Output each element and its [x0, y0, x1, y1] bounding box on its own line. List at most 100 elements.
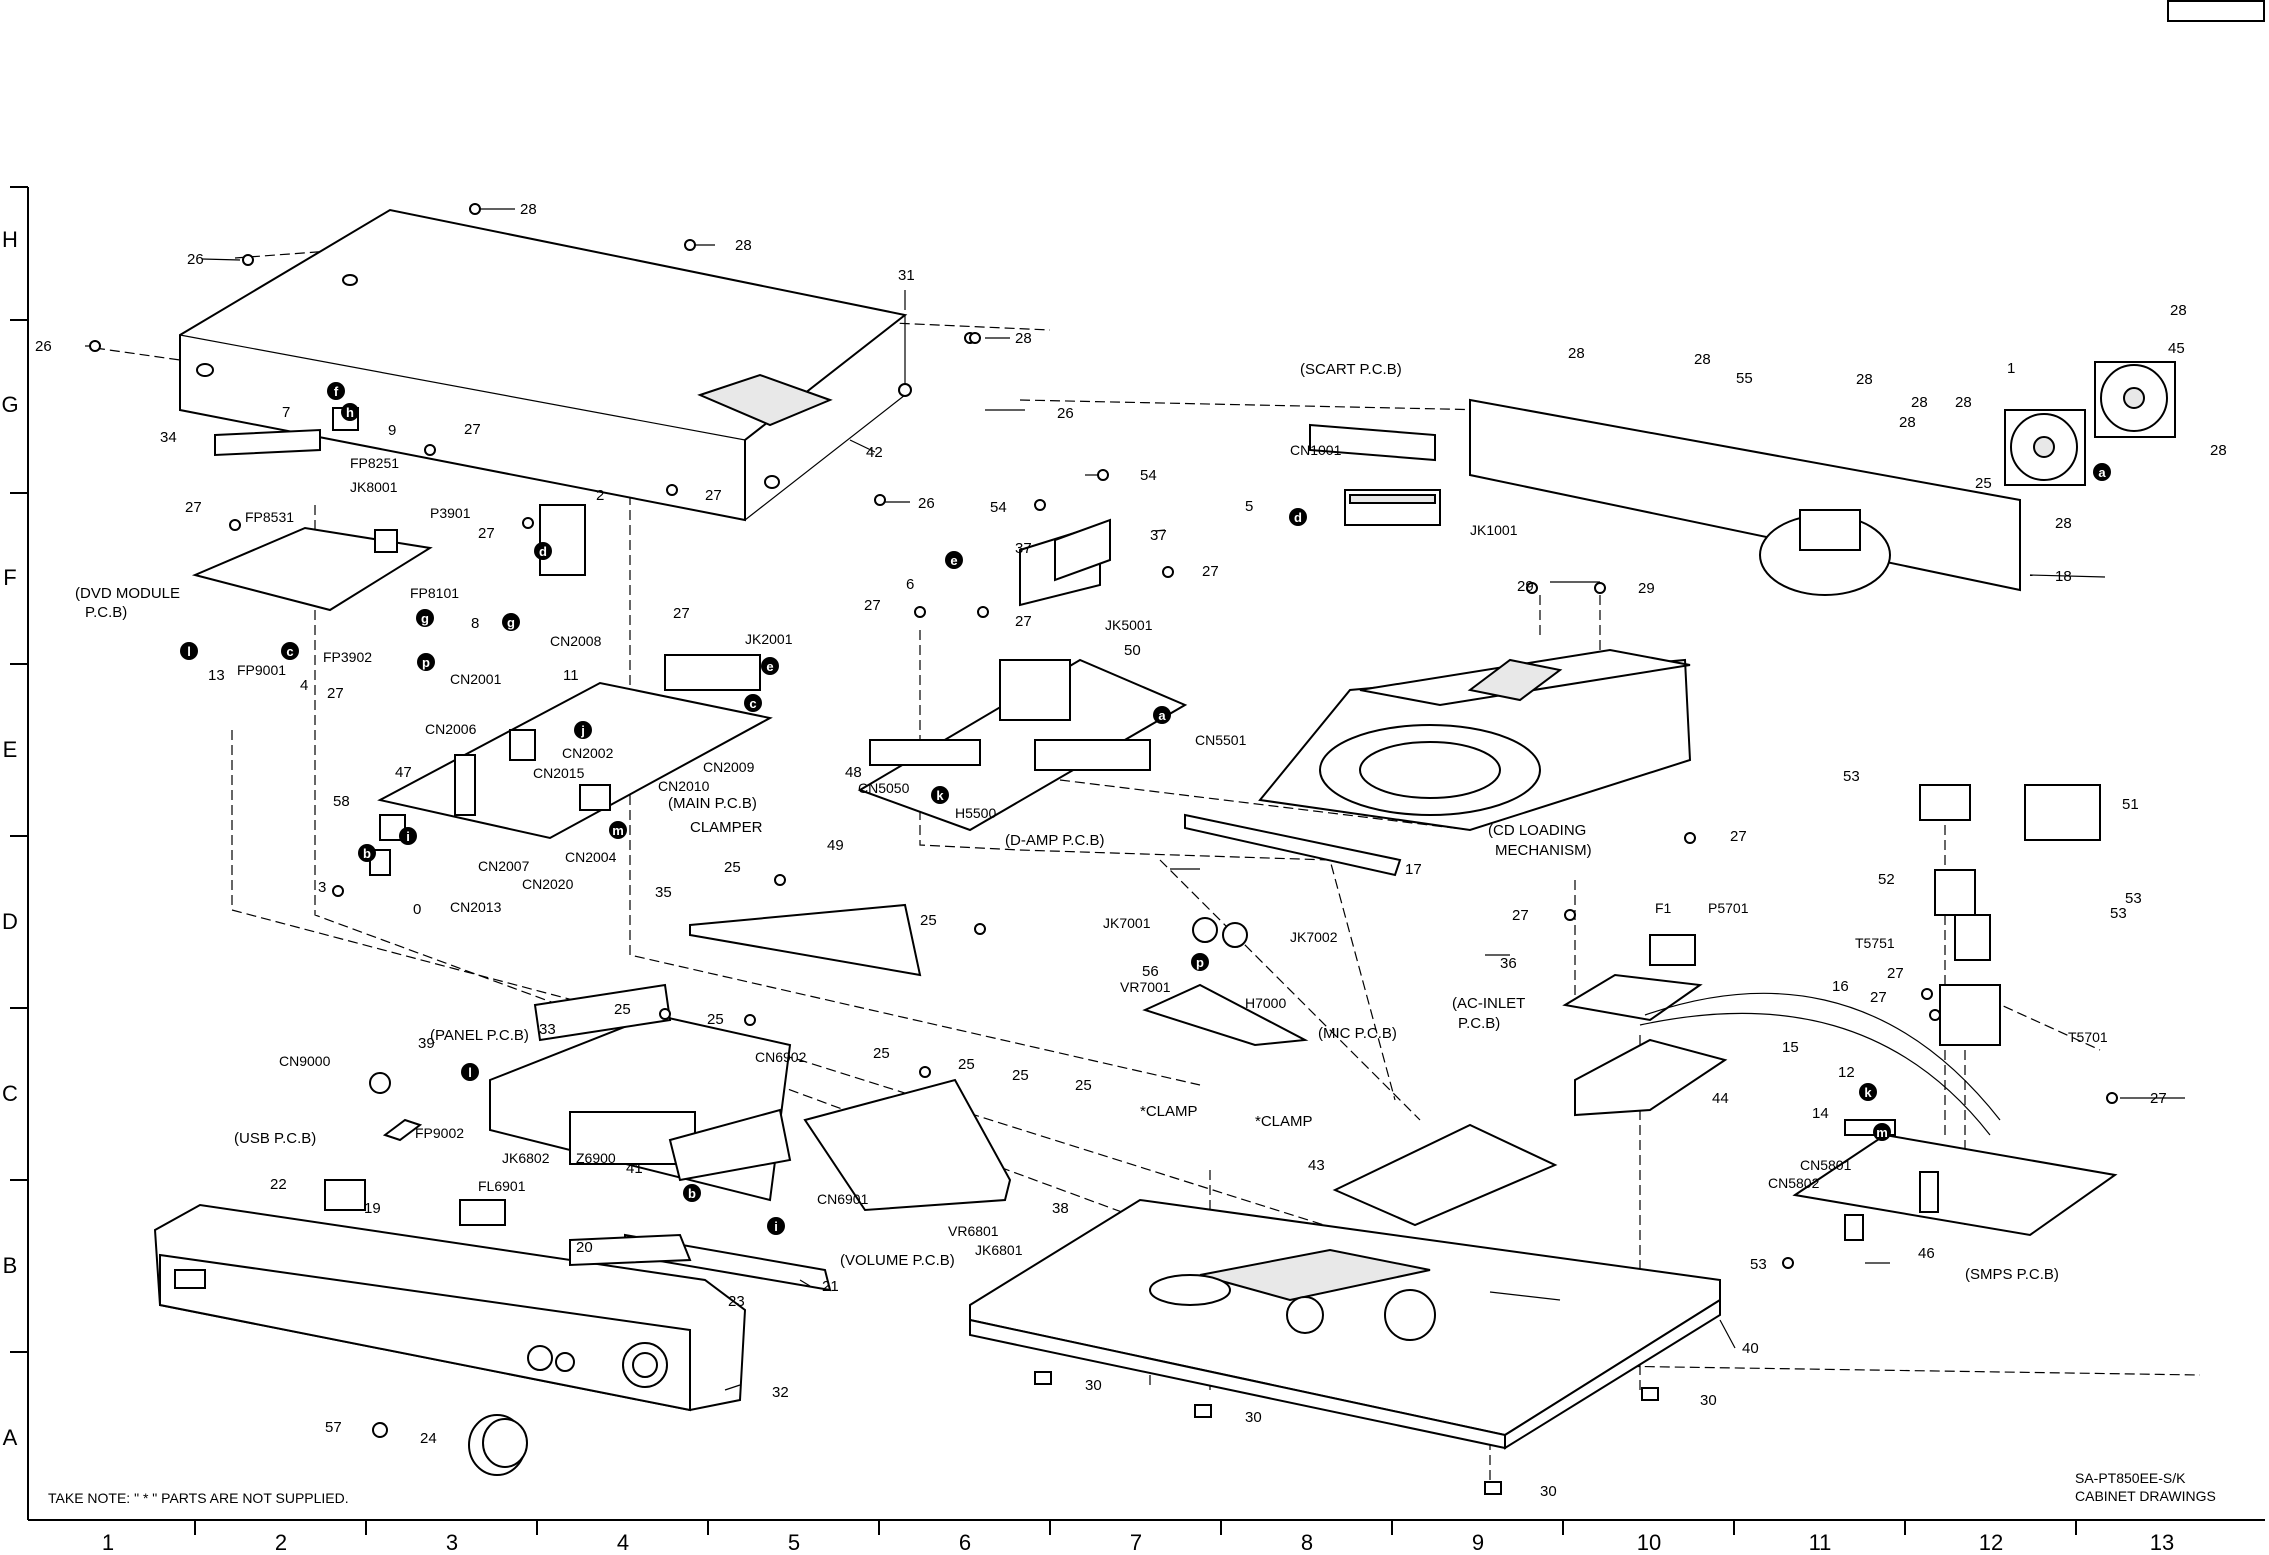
label-fp9001: FP9001 — [237, 662, 286, 678]
label-cn2002: CN2002 — [562, 745, 614, 761]
label-cn2015: CN2015 — [533, 765, 585, 781]
part-53-a: 53 — [1843, 768, 1860, 785]
label-dvd-module-2: P.C.B) — [85, 604, 127, 621]
part-28-e: 28 — [1694, 351, 1711, 368]
part-4: 4 — [300, 677, 308, 694]
badge-e-damp: e — [950, 553, 957, 568]
label-smps-pcb: (SMPS P.C.B) — [1965, 1266, 2059, 1283]
button-57 — [372, 1422, 388, 1438]
shield-plates — [1332, 1038, 1728, 1227]
volume-knob — [468, 1414, 528, 1476]
part-25-i: 25 — [1075, 1077, 1092, 1094]
label-cn9000: CN9000 — [279, 1053, 331, 1069]
label-fp8251: FP8251 — [350, 455, 399, 471]
label-panel-pcb: (PANEL P.C.B) — [430, 1027, 529, 1044]
row-label-d: D — [2, 909, 18, 934]
badge-a-fan: a — [2098, 465, 2106, 480]
label-cd-loading-2: MECHANISM) — [1495, 842, 1592, 859]
part-28-b: 28 — [735, 237, 752, 254]
part-25-f: 25 — [873, 1045, 890, 1062]
footer-note: TAKE NOTE: " * " PARTS ARE NOT SUPPLIED. — [48, 1490, 349, 1506]
part-28-j: 28 — [2170, 302, 2187, 319]
label-cn5050: CN5050 — [858, 780, 910, 796]
part-27-j: 27 — [1730, 828, 1747, 845]
volume-pcb — [803, 1078, 1012, 1212]
rear-panel — [1309, 398, 2021, 596]
badge-d-main: d — [539, 544, 547, 559]
part-28-c: 28 — [1015, 330, 1032, 347]
badge-i-main: i — [406, 829, 410, 844]
part-47: 47 — [395, 764, 412, 781]
smps-pcb — [1792, 784, 2118, 1241]
part-26-d: 26 — [918, 495, 935, 512]
badge-m-main: m — [612, 823, 624, 838]
bottom-chassis — [969, 1198, 1721, 1450]
col-label-10: 10 — [1637, 1530, 1661, 1555]
part-26-b: 26 — [35, 338, 52, 355]
part-53-c: 53 — [2110, 905, 2127, 922]
label-fp9002: FP9002 — [415, 1125, 464, 1141]
label-jk2001: JK2001 — [745, 631, 793, 647]
title-box — [2167, 0, 2265, 22]
part-55: 55 — [1736, 370, 1753, 387]
part-28-f: 28 — [1856, 371, 1873, 388]
part-34: 34 — [160, 429, 177, 446]
part-46: 46 — [1918, 1245, 1935, 1262]
label-jk6801: JK6801 — [975, 1242, 1023, 1258]
part-31: 31 — [898, 267, 915, 284]
label-p5701: P5701 — [1708, 900, 1749, 916]
part-30-d: 30 — [1540, 1483, 1557, 1500]
part-28-h: 28 — [1955, 394, 1972, 411]
panel-pcb — [489, 983, 792, 1202]
badge-m-smps: m — [1876, 1125, 1888, 1140]
col-label-7: 7 — [1130, 1530, 1142, 1555]
part-27-m: 27 — [1870, 989, 1887, 1006]
part-26-a: 26 — [187, 251, 204, 268]
label-cn2001: CN2001 — [450, 671, 502, 687]
part-16: 16 — [1832, 978, 1849, 995]
part-28-a: 28 — [520, 201, 537, 218]
part-54-b: 54 — [990, 499, 1007, 516]
label-clamper: CLAMPER — [690, 819, 763, 836]
part-36: 36 — [1500, 955, 1517, 972]
label-cn2008: CN2008 — [550, 633, 602, 649]
screws — [89, 203, 2118, 1269]
part-54-a: 54 — [1140, 467, 1157, 484]
label-volume-pcb: (VOLUME P.C.B) — [840, 1252, 955, 1269]
label-t5751: T5751 — [1855, 935, 1895, 951]
part-25-d: 25 — [614, 1001, 631, 1018]
badges — [180, 382, 2111, 1235]
badge-c-dvd: c — [286, 644, 293, 659]
badge-i-panel: i — [774, 1219, 778, 1234]
badge-g-dvd: g — [421, 611, 429, 626]
part-27-f: 27 — [327, 685, 344, 702]
part-5: 5 — [1245, 498, 1253, 515]
col-label-5: 5 — [788, 1530, 800, 1555]
part-27-k: 27 — [1512, 907, 1529, 924]
badge-j: j — [580, 723, 585, 738]
label-dvd-module-1: (DVD MODULE — [75, 585, 180, 602]
badge-k-damp: k — [936, 788, 944, 803]
row-label-f: F — [3, 565, 16, 590]
footer-sheet: CABINET DRAWINGS — [2075, 1488, 2216, 1504]
label-fp8101: FP8101 — [410, 585, 459, 601]
part-17: 17 — [1405, 861, 1422, 878]
label-cn6901: CN6901 — [817, 1191, 869, 1207]
row-label-a: A — [3, 1425, 18, 1450]
label-vr6801: VR6801 — [948, 1223, 999, 1239]
part-27-l: 27 — [1887, 965, 1904, 982]
badge-e-main: e — [766, 659, 773, 674]
part-38: 38 — [1052, 1200, 1069, 1217]
label-fp3902: FP3902 — [323, 649, 372, 665]
col-label-3: 3 — [446, 1530, 458, 1555]
part-58: 58 — [333, 793, 350, 810]
dvd-module-pcb — [191, 407, 586, 612]
label-usb-pcb: (USB P.C.B) — [234, 1130, 316, 1147]
part-37-a: 37 — [1015, 540, 1032, 557]
label-cd-loading-1: (CD LOADING — [1488, 822, 1586, 839]
part-27-e: 27 — [673, 605, 690, 622]
part-6: 6 — [906, 576, 914, 593]
part-25-e: 25 — [707, 1011, 724, 1028]
part-39: 39 — [418, 1035, 435, 1052]
part-25-h: 25 — [1012, 1067, 1029, 1084]
